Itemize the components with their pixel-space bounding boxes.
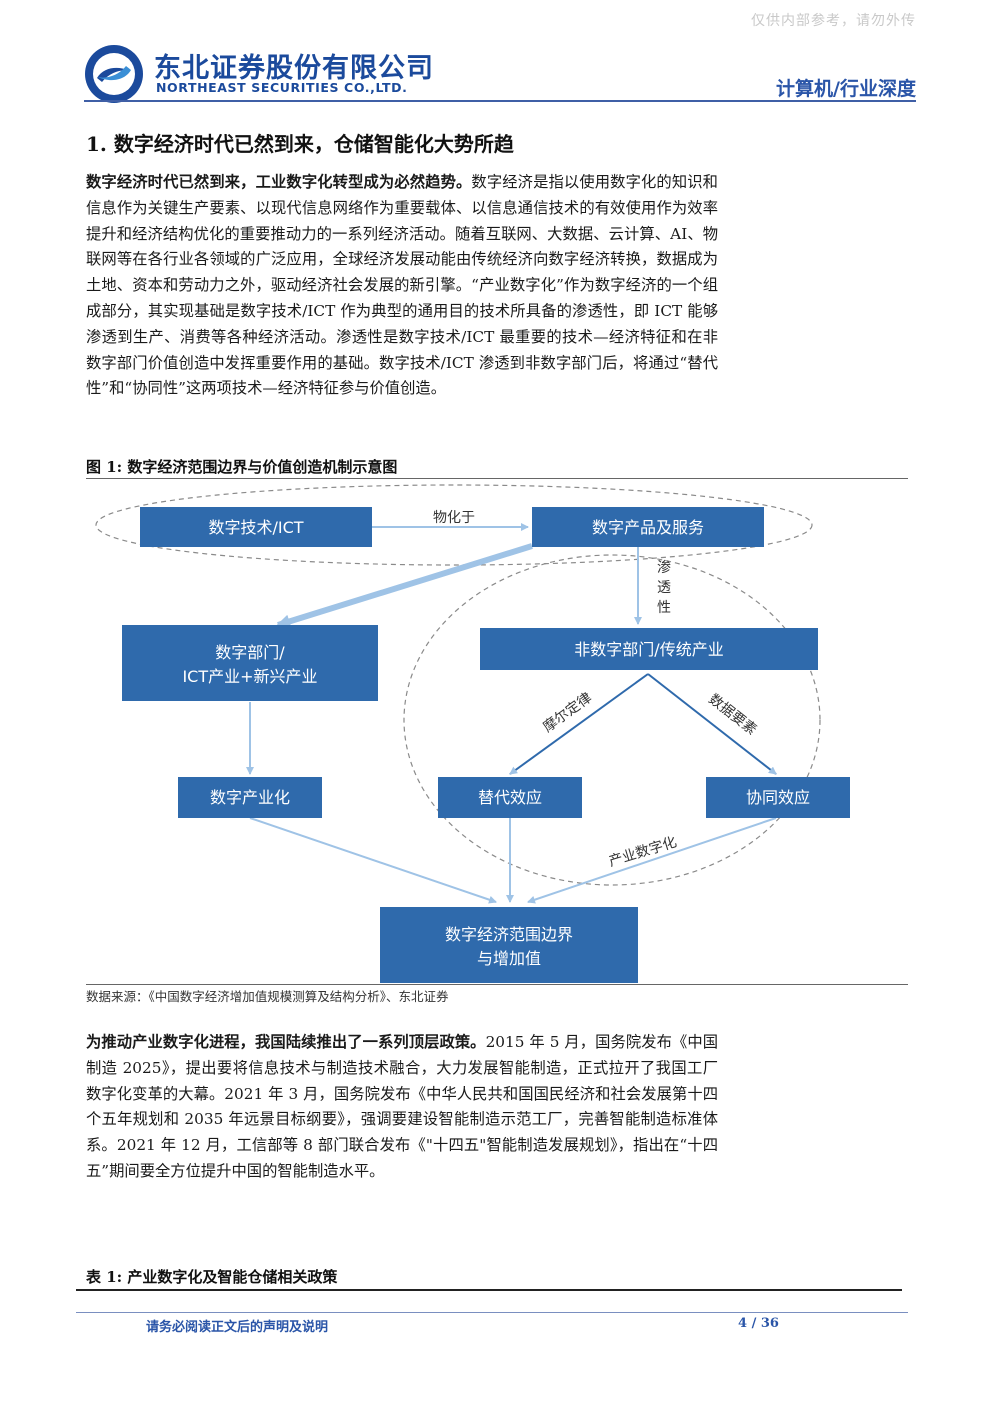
company-logo-icon: [85, 45, 143, 103]
edge-label-moore-law: 摩尔定律: [540, 689, 595, 736]
paragraph-digital-economy: 数字经济时代已然到来，工业数字化转型成为必然趋势。数字经济是指以使用数字化的知识…: [86, 170, 718, 402]
watermark: 仅供内部参考，请勿外传: [751, 13, 916, 29]
node-digital-tech: [140, 507, 372, 547]
report-category: 计算机/行业深度: [776, 78, 916, 100]
node-synergy-effect: [706, 777, 850, 818]
traditional-industry-ellipse: [403, 554, 821, 886]
figure-title: 图 1: 数字经济范围边界与价值创造机制示意图: [86, 458, 398, 476]
company-logo: 东北证券股份有限公司 NORTHEAST SECURITIES CO.,LTD.: [84, 44, 464, 103]
node-economy-boundary: [380, 907, 638, 983]
node-economy-boundary-label-2: 与增加值: [477, 949, 541, 968]
paragraph-policy: 为推动产业数字化进程，我国陆续推出了一系列顶层政策。2015 年 5 月，国务院…: [86, 1030, 718, 1185]
company-name-en: NORTHEAST SECURITIES CO.,LTD.: [156, 80, 408, 95]
table-title: 表 1: 产业数字化及智能仓储相关政策: [86, 1268, 338, 1286]
node-digital-product-label: 数字产品及服务: [592, 518, 704, 537]
edge-label-penetration-2: 透: [657, 580, 671, 596]
arrow-industrialization-to-boundary: [249, 817, 497, 904]
paragraph-body: 数字经济是指以使用数字化的知识和信息作为关键生产要素、以现代信息网络作为重要载体…: [86, 173, 718, 398]
figure-top-rule: [86, 478, 908, 479]
node-digital-department-label-1: 数字部门/: [215, 643, 285, 662]
section-title: 1. 数字经济时代已然到来，仓储智能化大势所趋: [86, 132, 514, 156]
table-top-rule: [76, 1289, 902, 1291]
figure-bottom-rule: [86, 984, 908, 985]
node-synergy-effect-label: 协同效应: [746, 788, 810, 807]
value-creation-diagram: 数字技术/ICT 数字产品及服务 数字部门/ ICT产业+新兴产业 非数字部门/…: [95, 484, 850, 983]
figure-source: 数据来源：《中国数字经济增加值规模测算及结构分析》、东北证券: [86, 989, 449, 1004]
arrow-moore: [509, 673, 649, 775]
node-digital-product: [532, 507, 764, 547]
footer-disclaimer: 请务必阅读正文后的声明及说明: [146, 1320, 329, 1335]
edge-label-industry-digitalization: 产业数字化: [607, 834, 679, 870]
top-boundary-ellipse: [95, 484, 813, 566]
node-digital-department-label-2: ICT产业+新兴产业: [182, 667, 317, 686]
paragraph-policy-lead: 为推动产业数字化进程，我国陆续推出了一系列顶层政策。: [86, 1033, 486, 1051]
node-economy-boundary-label-1: 数字经济范围边界: [445, 925, 573, 944]
node-digital-industrialization-label: 数字产业化: [210, 788, 290, 807]
paragraph-policy-body: 2015 年 5 月，国务院发布《中国制造 2025》，提出要将信息技术与制造技…: [86, 1033, 718, 1180]
edge-label-penetration-3: 性: [657, 600, 671, 616]
node-digital-industrialization: [178, 777, 322, 818]
arrow-digital-department: [276, 543, 533, 629]
edge-label-penetration-1: 渗: [657, 560, 671, 576]
node-digital-tech-label: 数字技术/ICT: [208, 518, 303, 537]
footer-divider: [76, 1312, 908, 1313]
arrow-data-factor: [647, 673, 777, 775]
paragraph-lead: 数字经济时代已然到来，工业数字化转型成为必然趋势。: [86, 173, 472, 191]
arrow-synergy-to-boundary: [527, 817, 777, 904]
node-non-digital-department: [480, 628, 818, 670]
node-substitution-effect-label: 替代效应: [478, 788, 542, 807]
node-digital-department: [122, 625, 378, 701]
edge-label-data-factor: 数据要素: [705, 691, 759, 738]
node-substitution-effect: [438, 777, 582, 818]
node-non-digital-department-label: 非数字部门/传统产业: [574, 640, 723, 659]
page-number: 4 / 36: [738, 1316, 779, 1331]
edge-label-materialize: 物化于: [433, 510, 475, 526]
company-name-cn: 东北证券股份有限公司: [154, 53, 434, 84]
header-divider: [84, 100, 916, 102]
